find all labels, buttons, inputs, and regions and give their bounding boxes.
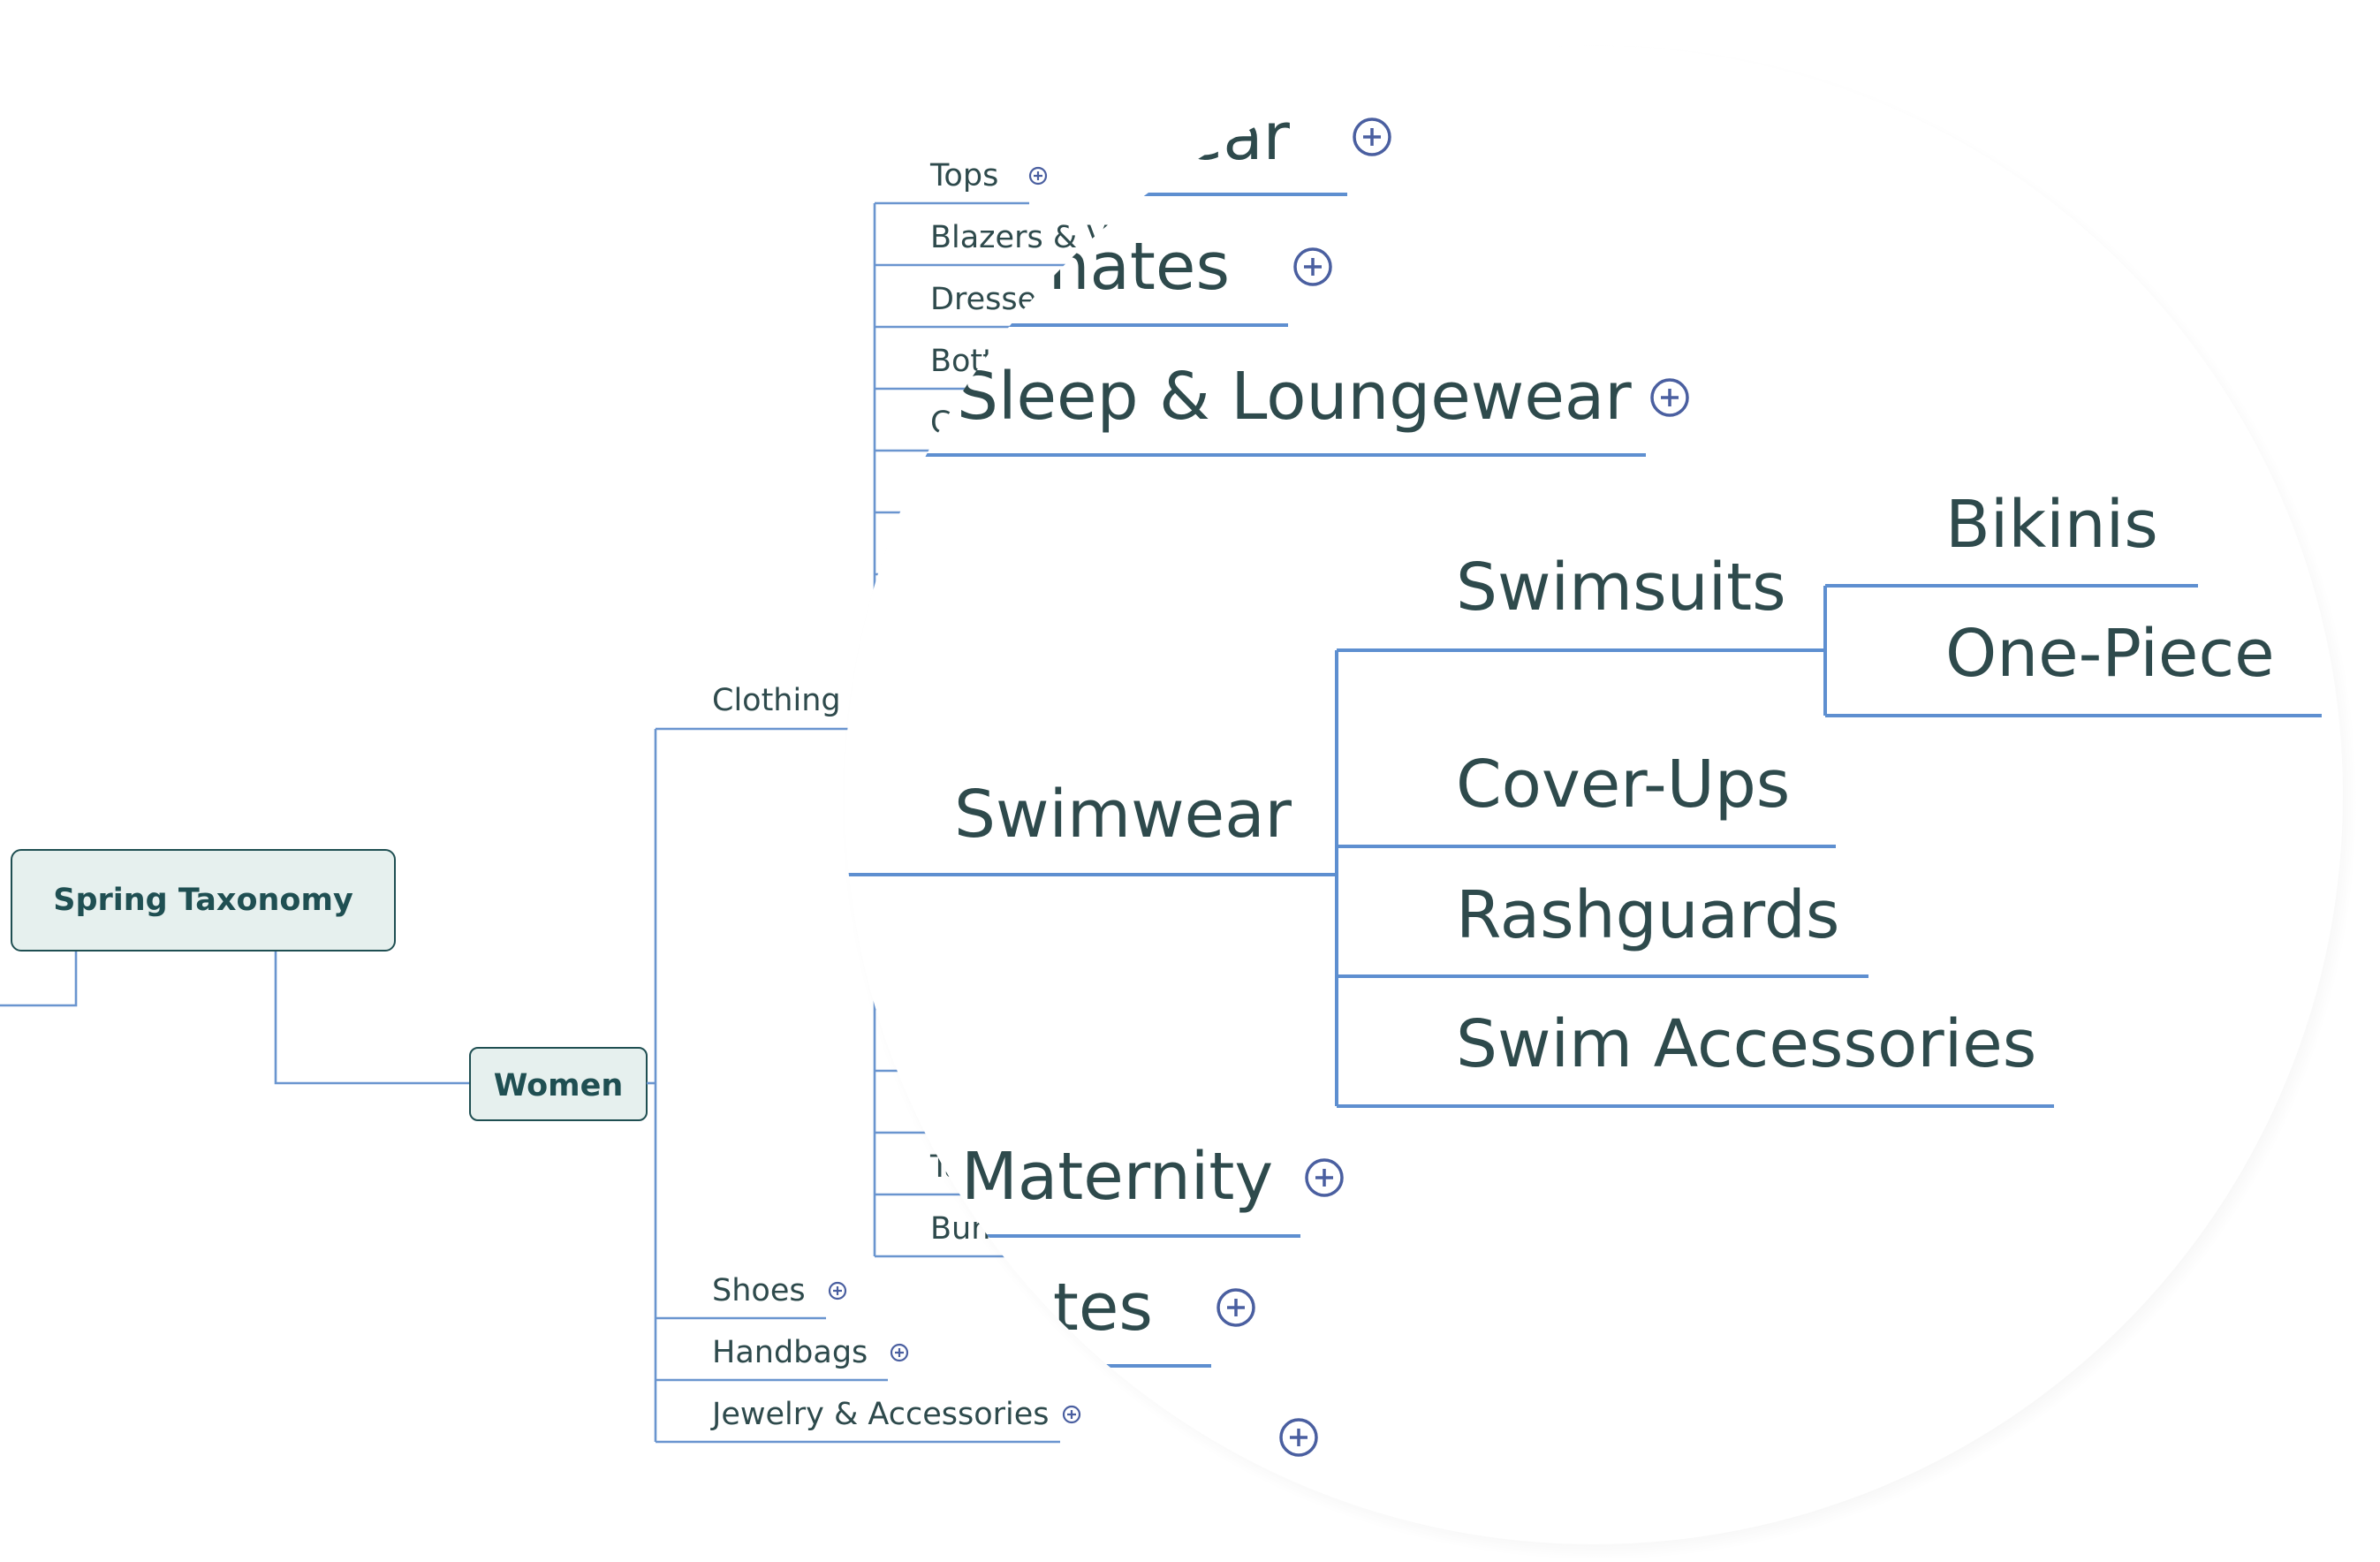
mag-sleep-label[interactable]: Sleep & Loungewear — [957, 359, 1632, 435]
clothing-label[interactable]: Clothing — [712, 683, 841, 718]
root-node-label: Spring Taxonomy — [53, 883, 353, 918]
shoes-label[interactable]: Shoes — [712, 1273, 806, 1308]
base-map: Spring Taxonomy Women Clothing Tops Blaz… — [0, 158, 1108, 1444]
jewelry-label[interactable]: Jewelry & Accessories — [710, 1397, 1050, 1432]
clothing-child-tops[interactable]: Tops — [929, 158, 998, 193]
clothing-child-dresses[interactable]: Dresse — [930, 282, 1036, 317]
mag-maternity-label[interactable]: Maternity — [961, 1139, 1273, 1215]
magnifier-lens — [845, 46, 2343, 1544]
mag-onepiece-label[interactable]: One-Piece — [1945, 616, 2275, 692]
handbags-expand-icon[interactable] — [890, 1343, 909, 1362]
root-to-women-connector — [274, 951, 470, 1085]
mag-bikinis-label[interactable]: Bikinis — [1945, 487, 2158, 563]
magnified-content: ear nates Sleep & Loungewear Swimwear Sw… — [845, 99, 2322, 1457]
mag-swimwear-label[interactable]: Swimwear — [954, 777, 1292, 853]
root-node-box[interactable] — [11, 849, 396, 952]
women-node[interactable]: Women — [469, 1047, 648, 1121]
shoes-expand-icon[interactable] — [828, 1281, 847, 1300]
mag-nates-expand-icon[interactable] — [1293, 247, 1332, 286]
mag-swimsuits-label[interactable]: Swimsuits — [1456, 550, 1786, 626]
mag-swimacc-label[interactable]: Swim Accessories — [1456, 1006, 2036, 1082]
women-node-label: Women — [494, 1068, 624, 1103]
root-node[interactable]: Spring Taxonomy — [11, 849, 396, 952]
jewelry-expand-icon[interactable] — [1062, 1405, 1081, 1424]
mag-ear-expand-icon[interactable] — [1353, 118, 1391, 156]
mag-rashguards-label[interactable]: Rashguards — [1456, 877, 1839, 953]
mag-coverups-label[interactable]: Cover-Ups — [1456, 747, 1790, 823]
mag-bottom-expand-icon[interactable] — [1279, 1418, 1318, 1457]
handbags-label[interactable]: Handbags — [712, 1335, 868, 1370]
mag-ear-label[interactable]: ear — [1183, 99, 1291, 175]
mag-maternity-expand-icon[interactable] — [1305, 1158, 1344, 1197]
left-connector — [0, 951, 78, 1007]
tops-expand-icon[interactable] — [1028, 166, 1048, 186]
mag-tes-expand-icon[interactable] — [1217, 1288, 1255, 1327]
mag-sleep-expand-icon[interactable] — [1650, 378, 1689, 417]
clothing-child-blazers[interactable]: Blazers & V — [930, 220, 1108, 255]
